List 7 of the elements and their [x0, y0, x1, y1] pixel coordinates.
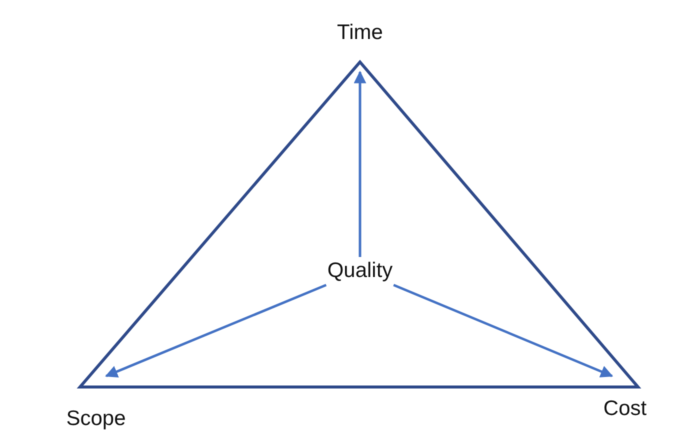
node-label: Quality: [327, 258, 393, 284]
node-label: Time: [337, 20, 383, 46]
node-label: Cost: [603, 396, 647, 422]
arrow: [105, 284, 327, 378]
node-label: Scope: [66, 406, 126, 432]
arrow: [393, 284, 614, 378]
arrow: [354, 70, 366, 257]
